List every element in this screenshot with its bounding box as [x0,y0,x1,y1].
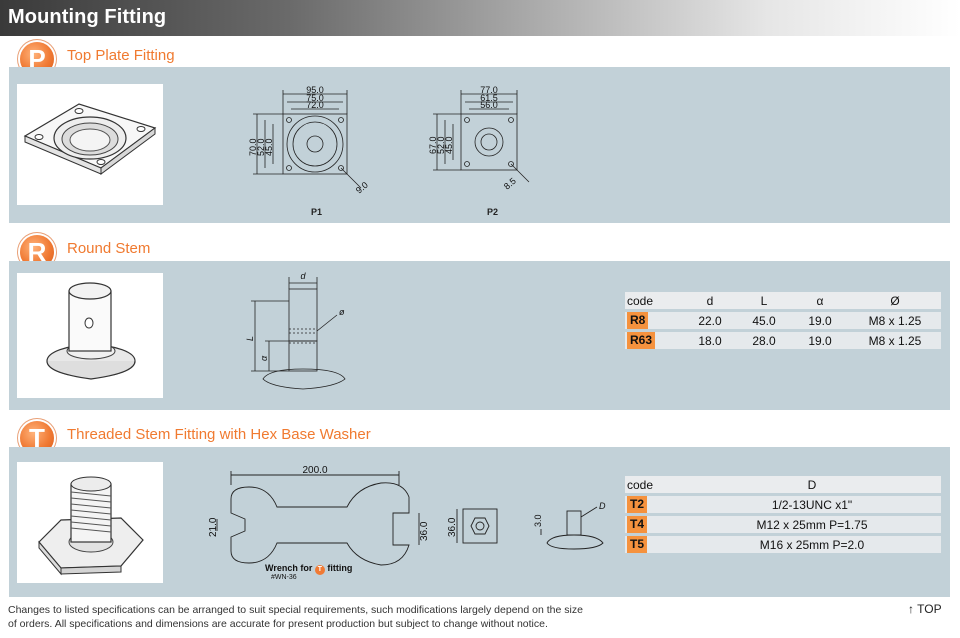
wrench-caption-suffix: fitting [327,563,353,573]
cell-d: 18.0 [683,332,737,349]
table-header-row: code d L α Ø [625,292,941,309]
p1-dim-top3: 72.0 [306,100,324,110]
p2-dim-top1: 77.0 [480,85,498,95]
col-header-code: code [625,476,683,493]
threaded-stem-photo [17,462,163,583]
cell-d: 1/2-13UNC x1" [683,496,941,513]
round-stem-drawing: d ø L α [245,271,346,390]
cell-d: M12 x 25mm P=1.75 [683,516,941,533]
p1-dim-top1: 95.0 [306,85,324,95]
cell-alpha: 19.0 [791,332,849,349]
col-header-thread: Ø [849,292,941,309]
side-dim-d: D [599,501,606,511]
hex-washer-dim: 36.0 [447,517,458,537]
code-badge: T5 [627,536,648,553]
table-header-row: code D [625,476,941,493]
section-label-round-stem: Round Stem [67,240,151,257]
table-row: R8 22.0 45.0 19.0 M8 x 1.25 [625,312,941,329]
col-header-code: code [625,292,683,309]
p2-drawing: 77.0 61.5 56.0 67.0 52.0 45.0 8.5 [428,85,530,192]
round-stem-dim-phi: ø [339,307,345,317]
wrench-drawing: 200.0 21.0 36.0 [208,465,427,566]
t-logo-icon: T [314,565,325,575]
p1-dim-left1: 70.0 [248,138,258,156]
footer-line-1: Changes to listed specifications can be … [8,604,583,616]
code-badge: R8 [627,312,649,329]
p1-dim-left3: 45.0 [264,138,274,156]
col-header-alpha: α [791,292,849,309]
round-stem-dim-alpha: α [259,355,269,361]
p1-drawing: 95.0 75.0 72.0 70.0 52.0 45.0 9.0 [248,85,370,196]
round-stem-spec-table: code d L α Ø R8 22.0 45.0 19.0 M8 x 1.25… [625,289,941,352]
wrench-length-dim: 200.0 [302,465,327,476]
col-header-d: d [683,292,737,309]
p1-dim-left2: 52.0 [256,138,266,156]
cell-thread: M8 x 1.25 [849,312,941,329]
page-header: Mounting Fitting [0,0,960,36]
p2-dim-top3: 56.0 [480,100,498,110]
p2-dim-left3: 45.0 [444,136,454,154]
p2-dim-left1: 67.0 [428,136,438,154]
cell-thread: M8 x 1.25 [849,332,941,349]
col-header-d: D [683,476,941,493]
back-to-top-link[interactable]: ↑ TOP [908,602,942,616]
cell-d: 22.0 [683,312,737,329]
panel-round-stem: d ø L α code d L α Ø R8 22.0 45.0 19.0 M… [9,261,950,410]
p1-dim-hole: 9.0 [354,180,370,196]
threaded-stem-illustration [38,476,144,576]
p2-dim-top2: 61.5 [480,93,498,103]
footer-disclaimer: Changes to listed specifications can be … [8,603,583,631]
threaded-side-drawing: 3.0 D [533,501,606,550]
section-label-threaded-stem: Threaded Stem Fitting with Hex Base Wash… [67,426,371,443]
page-title: Mounting Fitting [8,6,167,28]
top-plate-photo [17,84,163,205]
side-dim: 3.0 [533,514,543,527]
p2-dim-hole: 8.5 [502,176,518,192]
top-plate-illustration [23,103,157,175]
code-badge: T2 [627,496,648,513]
panel-threaded-stem: 200.0 21.0 36.0 Wrench for T fitting #WN… [9,447,950,597]
code-badge: T4 [627,516,648,533]
code-badge: R63 [627,332,656,349]
p1-caption: P1 [311,207,323,217]
table-row: T4 M12 x 25mm P=1.75 [625,516,941,533]
cell-alpha: 19.0 [791,312,849,329]
cell-l: 28.0 [737,332,791,349]
section-label-top-plate: Top Plate Fitting [67,47,175,64]
wrench-end-b-dim: 36.0 [419,521,427,541]
round-stem-dim-l: L [245,336,255,341]
cell-l: 45.0 [737,312,791,329]
round-stem-illustration [46,282,136,380]
col-header-l: L [737,292,791,309]
round-stem-photo [17,273,163,398]
wrench-end-a-dim: 21.0 [208,517,219,537]
table-row: T5 M16 x 25mm P=2.0 [625,536,941,553]
p2-caption: P2 [487,207,499,217]
wrench-caption: Wrench for T fitting [265,563,352,575]
cell-d: M16 x 25mm P=2.0 [683,536,941,553]
p1-dim-top2: 75.0 [306,93,324,103]
table-row: R63 18.0 28.0 19.0 M8 x 1.25 [625,332,941,349]
round-stem-dim-d: d [300,271,306,281]
hex-washer-drawing: 36.0 [447,508,498,544]
footer-line-2: of orders. All specifications and dimens… [8,618,548,630]
panel-top-plate: 95.0 75.0 72.0 70.0 52.0 45.0 9.0 P1 77.… [9,67,950,223]
p2-dim-left2: 52.0 [436,136,446,154]
threaded-stem-spec-table: code D T2 1/2-13UNC x1" T4 M12 x 25mm P=… [625,473,941,556]
wrench-caption-prefix: Wrench for [265,563,313,573]
wrench-part-number: #WN-36 [271,574,297,581]
table-row: T2 1/2-13UNC x1" [625,496,941,513]
